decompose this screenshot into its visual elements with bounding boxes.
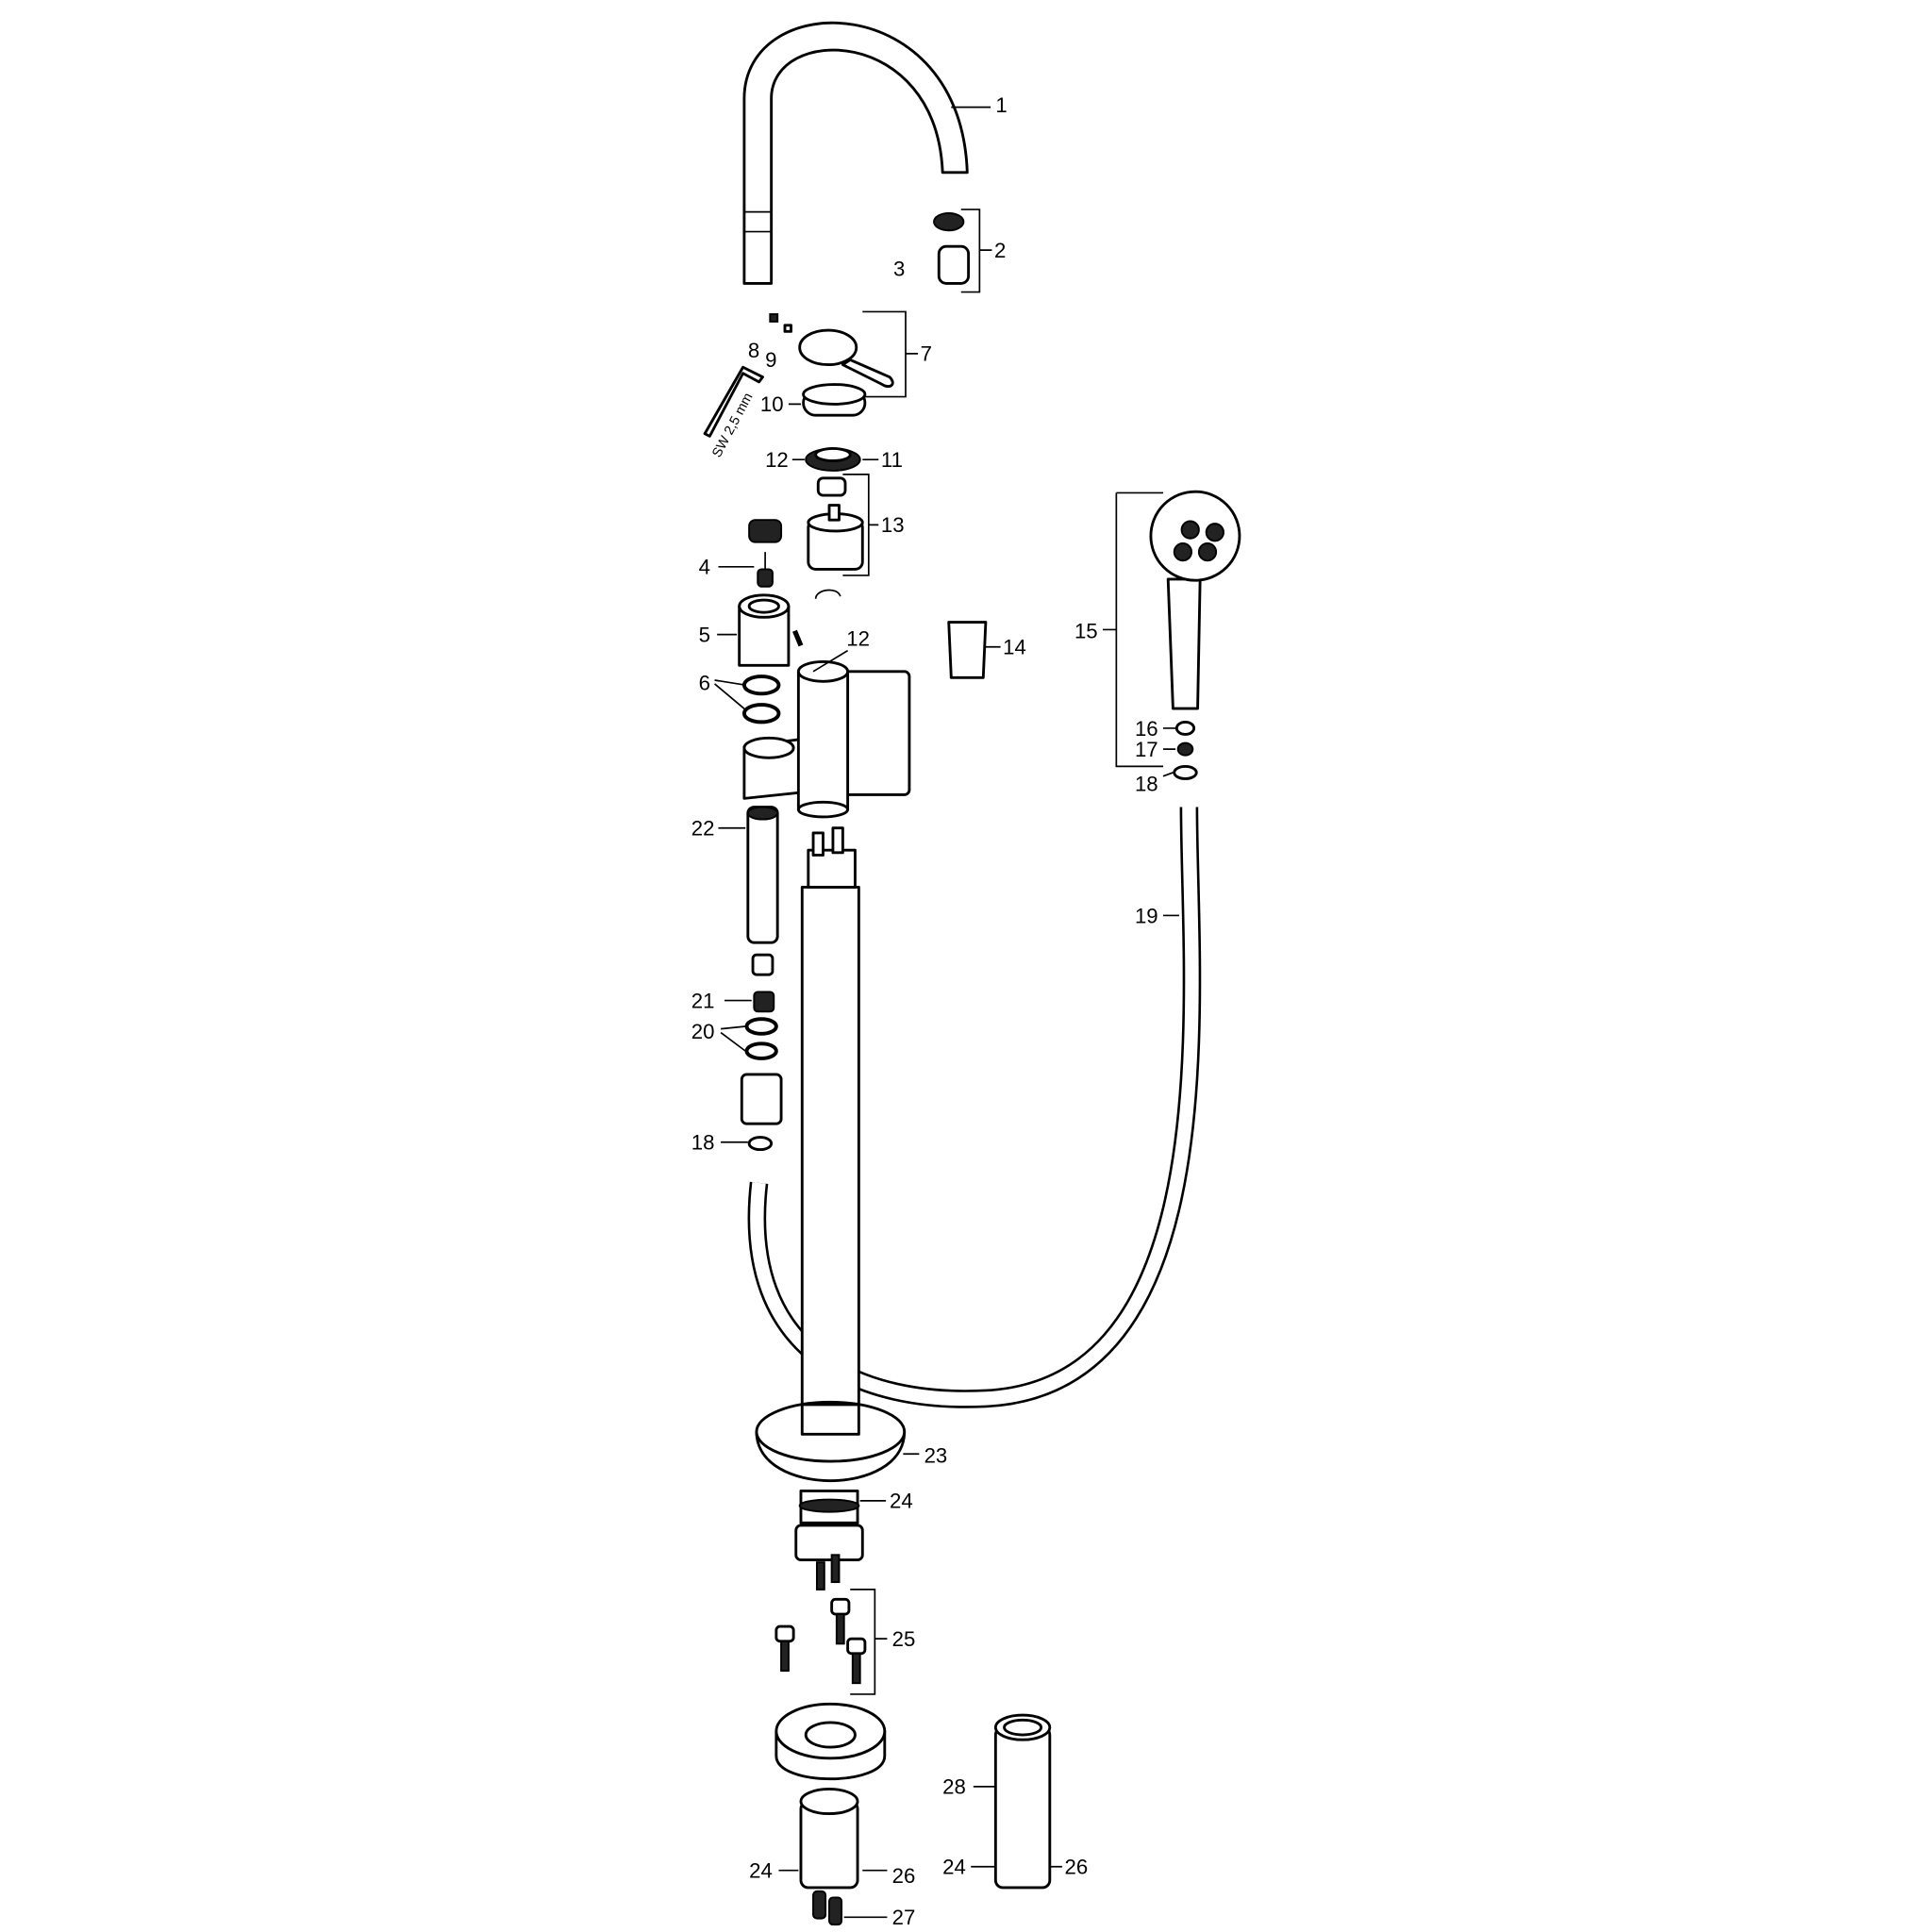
callout-24: 24 <box>890 1490 913 1513</box>
part-bottom-connector <box>799 1788 859 1926</box>
part-insert <box>751 953 774 976</box>
callout-19: 19 <box>1135 904 1158 927</box>
part-allen-key <box>703 365 764 438</box>
part-column <box>800 826 860 1443</box>
callout-2: 2 <box>994 239 1006 262</box>
part-diverter-valve <box>746 806 779 944</box>
part-21 <box>753 991 775 1013</box>
callout-26: 26 <box>892 1864 916 1888</box>
callout-1: 1 <box>995 93 1007 117</box>
part-cartridge <box>807 476 864 599</box>
part-oring-20a <box>744 1017 778 1036</box>
part-hand-shower-holder <box>947 621 988 679</box>
part-aerator <box>933 211 971 285</box>
callout-27: 27 <box>892 1906 916 1929</box>
callout-4: 4 <box>699 556 710 579</box>
part-mixer-body <box>742 659 911 819</box>
callout-24: 24 <box>749 1859 773 1883</box>
leader-lines <box>714 106 1179 1919</box>
callout-14: 14 <box>1003 636 1026 659</box>
part-seal-18a <box>1173 764 1198 780</box>
part-screw-8 <box>769 313 779 323</box>
callout-8: 8 <box>748 339 759 362</box>
part-seal-18b <box>747 1136 774 1152</box>
callout-10: 10 <box>760 392 784 416</box>
part-screws <box>774 1597 867 1685</box>
part-screw-9 <box>783 324 792 333</box>
part-hand-shower <box>1149 490 1241 710</box>
part-spout <box>742 22 969 285</box>
part-restrictor-17 <box>1176 741 1194 757</box>
callout-25: 25 <box>892 1627 916 1651</box>
callout-6: 6 <box>699 671 710 694</box>
callout-28: 28 <box>942 1775 966 1799</box>
part-extension <box>993 1713 1052 1890</box>
part-oring-6a <box>741 675 781 696</box>
callout-11: 11 <box>881 448 903 472</box>
part-oring-20b <box>744 1041 778 1060</box>
callout-22: 22 <box>691 817 715 841</box>
part-diverter <box>748 519 783 588</box>
callout-20: 20 <box>691 1020 715 1043</box>
part-pin <box>792 629 804 647</box>
part-lower-connector <box>794 1489 864 1591</box>
callout-16: 16 <box>1135 717 1158 741</box>
part-nut <box>805 446 861 472</box>
callout-5: 5 <box>699 623 710 646</box>
callout-3: 3 <box>893 258 905 281</box>
part-base-plate <box>755 1400 907 1483</box>
callout-9: 9 <box>765 348 776 372</box>
callout-18: 18 <box>1135 773 1158 796</box>
callout-21: 21 <box>691 989 715 1012</box>
callout-24: 24 <box>942 1856 966 1879</box>
callout-23: 23 <box>924 1443 948 1467</box>
callout-7: 7 <box>921 342 932 366</box>
part-cover-ring <box>802 383 867 417</box>
callout-12: 12 <box>765 448 789 472</box>
callout-15: 15 <box>1074 620 1098 643</box>
callout-12: 12 <box>846 626 870 650</box>
callout-13: 13 <box>881 513 905 537</box>
part-mounting-flange <box>774 1702 887 1781</box>
callout-17: 17 <box>1135 738 1158 761</box>
part-sleeve-lower <box>740 1073 783 1125</box>
callout-26: 26 <box>1064 1856 1088 1879</box>
part-handle <box>798 328 894 389</box>
callout-18: 18 <box>691 1131 715 1155</box>
part-oring-6b <box>741 703 781 724</box>
part-sleeve <box>738 593 791 667</box>
part-washer-16 <box>1174 720 1196 736</box>
